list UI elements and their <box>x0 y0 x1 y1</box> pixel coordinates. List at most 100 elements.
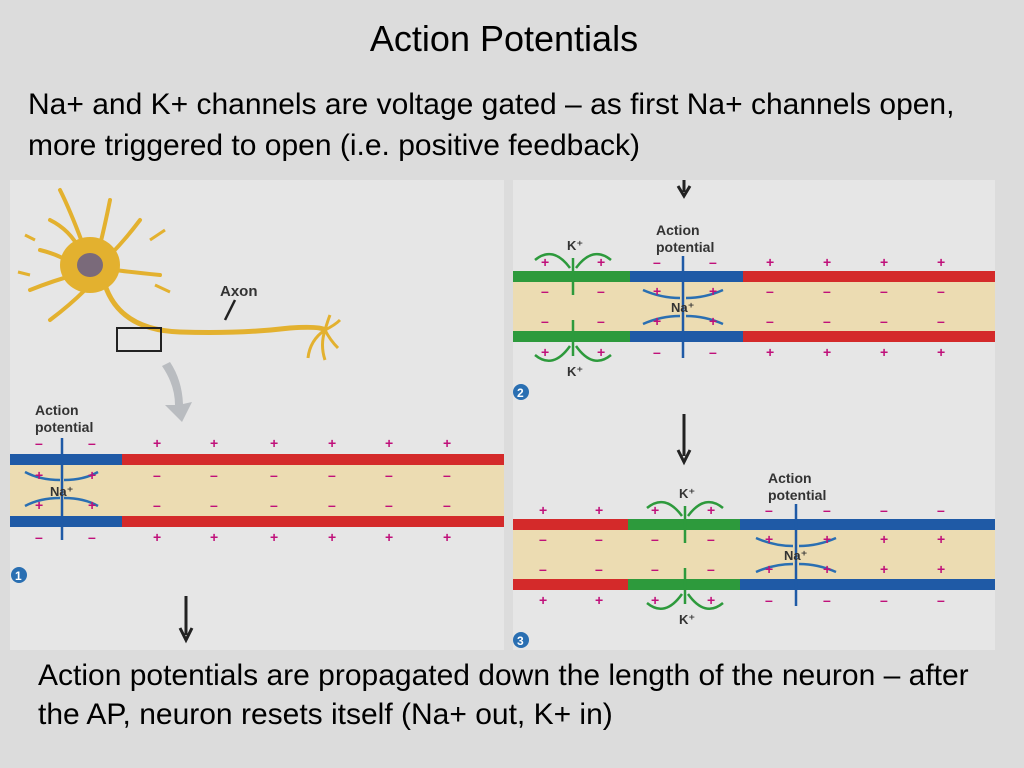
plus-sign: + <box>709 283 717 299</box>
membrane-red <box>513 519 628 530</box>
slide-title: Action Potentials <box>369 18 639 59</box>
plus-sign: + <box>653 313 661 329</box>
k-arrow <box>534 345 612 363</box>
plus-sign: + <box>880 344 888 360</box>
minus-sign: – <box>937 592 945 608</box>
minus-sign: – <box>597 313 605 329</box>
minus-sign: – <box>823 502 831 518</box>
membrane-red <box>743 271 995 282</box>
na-label: Na⁺ <box>784 548 807 563</box>
outro-text: Action potentials are propagated down th… <box>38 659 969 731</box>
plus-sign: + <box>823 531 831 547</box>
down-arrow-icon <box>676 414 692 466</box>
plus-sign: + <box>541 344 549 360</box>
minus-sign: – <box>88 529 96 545</box>
down-arrow-icon <box>178 596 194 644</box>
plus-sign: + <box>707 592 715 608</box>
plus-sign: + <box>595 592 603 608</box>
minus-sign: – <box>539 531 547 547</box>
minus-sign: – <box>880 283 888 299</box>
minus-sign: – <box>385 497 393 513</box>
plus-sign: + <box>765 561 773 577</box>
plus-sign: + <box>88 467 96 483</box>
plus-sign: + <box>709 313 717 329</box>
minus-sign: – <box>765 502 773 518</box>
step-badge <box>11 567 27 583</box>
neuron-diagram: Axon Na⁺ Action potential – – + + <box>10 188 504 644</box>
cytoplasm <box>10 460 504 517</box>
ap-label-line2: potential <box>656 239 714 255</box>
plus-sign: + <box>35 467 43 483</box>
plus-sign: + <box>937 561 945 577</box>
plus-sign: + <box>328 529 336 545</box>
minus-sign: – <box>539 561 547 577</box>
k-arrow <box>646 500 724 517</box>
plus-sign: + <box>595 502 603 518</box>
minus-sign: – <box>651 531 659 547</box>
step-badge <box>513 384 529 400</box>
plus-sign: + <box>328 435 336 451</box>
k-arrow <box>534 252 612 269</box>
minus-sign: – <box>35 435 43 451</box>
minus-sign: – <box>880 592 888 608</box>
k-arrow <box>646 593 724 611</box>
na-label: Na⁺ <box>671 300 694 315</box>
minus-sign: – <box>35 529 43 545</box>
axon-step-1: Na⁺ Action potential – – + + + + + + + +… <box>10 402 504 644</box>
membrane-green <box>513 271 630 282</box>
plus-sign: + <box>88 497 96 513</box>
plus-sign: + <box>823 254 831 270</box>
axon-step-2: Action potential K⁺ K⁺ Na⁺ + + – – + <box>513 222 995 400</box>
minus-sign: – <box>328 497 336 513</box>
ap-label-line1: Action <box>35 402 79 418</box>
minus-sign: – <box>709 254 717 270</box>
na-arrow <box>642 288 724 326</box>
neuron-illustration: Axon <box>17 188 342 422</box>
axon-steps-diagram: Action potential K⁺ K⁺ Na⁺ + + – – + <box>513 180 995 648</box>
minus-sign: – <box>443 467 451 483</box>
minus-sign: – <box>707 561 715 577</box>
plus-sign: + <box>153 435 161 451</box>
membrane-blue <box>10 454 122 465</box>
na-arrow <box>755 536 837 574</box>
plus-sign: + <box>880 531 888 547</box>
plus-sign: + <box>880 561 888 577</box>
ap-label-line1: Action <box>768 470 812 486</box>
cytoplasm <box>513 278 995 332</box>
plus-sign: + <box>597 344 605 360</box>
membrane-blue <box>10 516 122 527</box>
plus-sign: + <box>597 254 605 270</box>
minus-sign: – <box>270 497 278 513</box>
membrane-blue <box>740 579 995 590</box>
plus-sign: + <box>539 592 547 608</box>
minus-sign: – <box>153 467 161 483</box>
plus-sign: + <box>937 344 945 360</box>
minus-sign: – <box>766 283 774 299</box>
ap-label-line1: Action <box>656 222 700 238</box>
plus-sign: + <box>651 592 659 608</box>
diagram-panel-right: Action potential K⁺ K⁺ Na⁺ + + – – + <box>513 180 995 650</box>
plus-sign: + <box>443 435 451 451</box>
plus-sign: + <box>385 529 393 545</box>
minus-sign: – <box>765 592 773 608</box>
membrane-red <box>122 454 504 465</box>
plus-sign: + <box>153 529 161 545</box>
membrane-blue <box>740 519 995 530</box>
minus-sign: – <box>880 313 888 329</box>
plus-sign: + <box>707 502 715 518</box>
plus-sign: + <box>443 529 451 545</box>
plus-sign: + <box>766 254 774 270</box>
zoom-pointer <box>162 362 192 422</box>
membrane-blue <box>630 331 743 342</box>
axon-label: Axon <box>220 283 258 300</box>
na-label: Na⁺ <box>50 484 73 499</box>
minus-sign: – <box>443 497 451 513</box>
minus-sign: – <box>153 497 161 513</box>
minus-sign: – <box>385 467 393 483</box>
minus-sign: – <box>823 283 831 299</box>
plus-sign: + <box>766 344 774 360</box>
step-number: 2 <box>517 386 524 400</box>
plus-sign: + <box>210 435 218 451</box>
minus-sign: – <box>328 467 336 483</box>
minus-sign: – <box>595 561 603 577</box>
